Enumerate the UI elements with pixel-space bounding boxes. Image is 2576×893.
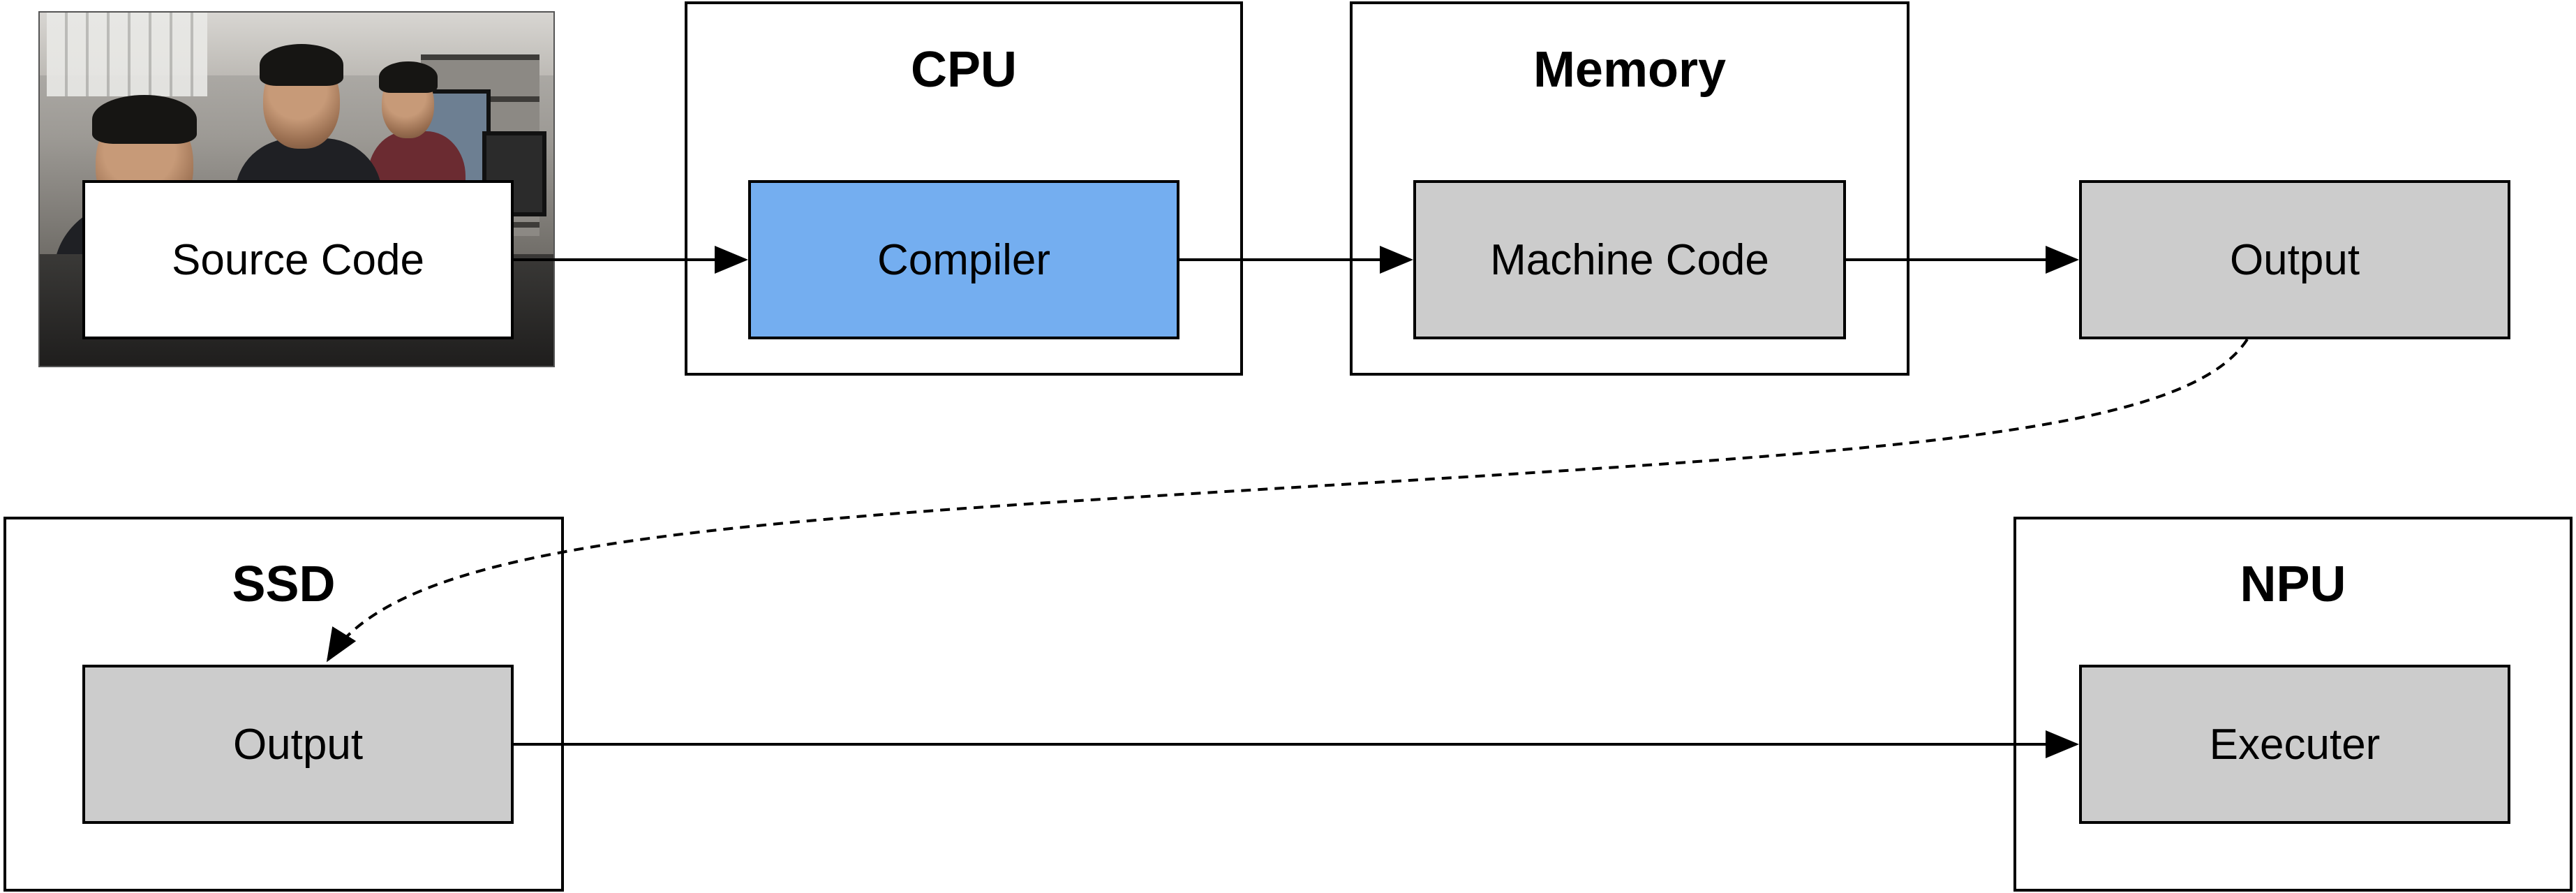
dashed-arrow-output-to-ssd xyxy=(326,338,2249,663)
ssd-title: SSD xyxy=(232,556,336,612)
memory-title: Memory xyxy=(1533,42,1727,98)
source-code-node: Source Code xyxy=(82,180,514,339)
executer-label: Executer xyxy=(2209,720,2381,769)
compiler-node: Compiler xyxy=(748,180,1179,339)
output-top-label: Output xyxy=(2229,235,2360,284)
machine-code-node: Machine Code xyxy=(1413,180,1846,339)
output-node-ssd: Output xyxy=(82,665,514,824)
machine-code-label: Machine Code xyxy=(1490,235,1769,284)
source-code-label: Source Code xyxy=(172,235,424,284)
cpu-title: CPU xyxy=(910,42,1017,98)
output-node-top: Output xyxy=(2079,180,2510,339)
executer-node: Executer xyxy=(2079,665,2510,824)
compiler-label: Compiler xyxy=(877,235,1051,284)
npu-title: NPU xyxy=(2240,556,2346,612)
output-ssd-label: Output xyxy=(232,720,364,769)
